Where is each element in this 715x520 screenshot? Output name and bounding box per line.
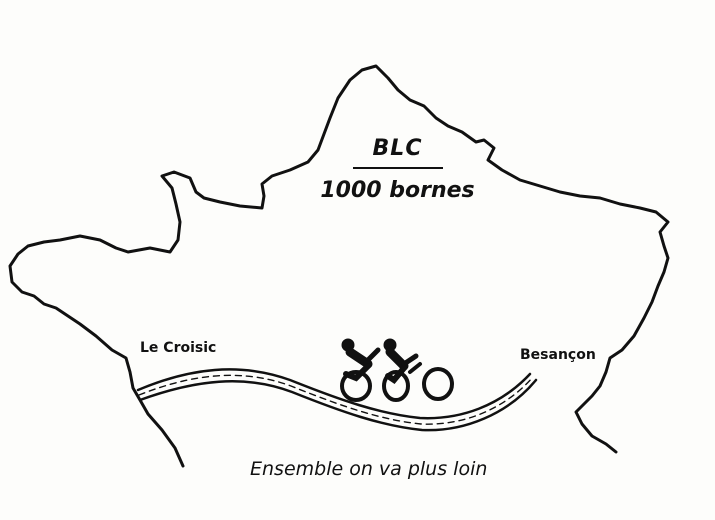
start-city-label: Le Croisic: [140, 340, 217, 356]
title: BLC: [372, 136, 423, 161]
title-divider: [352, 167, 443, 169]
title-block: BLC 1000 bornes: [300, 135, 495, 205]
tandem-cyclists-icon: [340, 338, 454, 402]
subtitle: 1000 bornes: [320, 178, 475, 203]
end-city-label: Besançon: [520, 347, 596, 363]
route-road-icon: [136, 368, 538, 432]
france-outline-icon: [8, 64, 670, 468]
slogan-text: Ensemble on va plus loin: [250, 458, 488, 480]
